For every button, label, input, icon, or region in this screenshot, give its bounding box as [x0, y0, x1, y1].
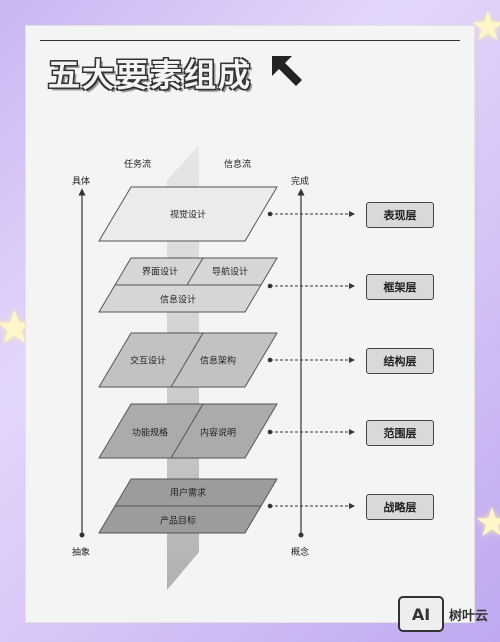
content-requirements-label: 内容说明: [199, 428, 237, 439]
arrow-up-left-icon: [272, 56, 302, 86]
layer-scope-box: 范围层: [366, 420, 434, 446]
left-axis-dot: [79, 532, 85, 538]
information-design-label: 信息设计: [159, 295, 197, 306]
task-flow-label: 任务流: [124, 160, 152, 170]
layer-surface-box: 表现层: [366, 202, 434, 228]
interaction-design-label: 交互设计: [129, 356, 167, 367]
right-axis-bottom-label: 概念: [291, 548, 310, 558]
visual-design-label: 视觉设计: [169, 210, 207, 221]
navigation-design-label: 导航设计: [211, 267, 249, 278]
product-objectives-label: 产品目标: [159, 516, 197, 527]
logo-text: 树叶云: [449, 608, 489, 624]
logo-mark: AI: [398, 596, 444, 632]
left-axis-bottom-label: 抽象: [72, 548, 91, 558]
user-needs-label: 用户需求: [169, 488, 207, 499]
brand-logo: AI 树叶云: [398, 596, 488, 632]
left-axis-top-label: 具体: [72, 177, 91, 187]
plane-scope: [98, 403, 278, 459]
layer-strategy-box: 战略层: [366, 494, 434, 520]
functional-spec-label: 功能规格: [131, 428, 169, 439]
plane-structure: [98, 332, 278, 388]
top-divider: [40, 40, 460, 41]
star-decoration-bottom-right: ★: [474, 500, 500, 546]
right-axis-dot: [298, 532, 304, 538]
info-flow-label: 信息流: [224, 160, 252, 170]
plane-surface: [98, 186, 278, 242]
layer-structure-box: 结构层: [366, 348, 434, 374]
page-title: 五大要素组成: [48, 56, 253, 94]
interface-design-label: 界面设计: [141, 267, 179, 278]
information-architecture-label: 信息架构: [199, 356, 237, 367]
layer-skeleton-box: 框架层: [366, 274, 434, 300]
right-axis-top-label: 完成: [291, 177, 310, 187]
star-decoration-right: ★: [470, 4, 500, 50]
